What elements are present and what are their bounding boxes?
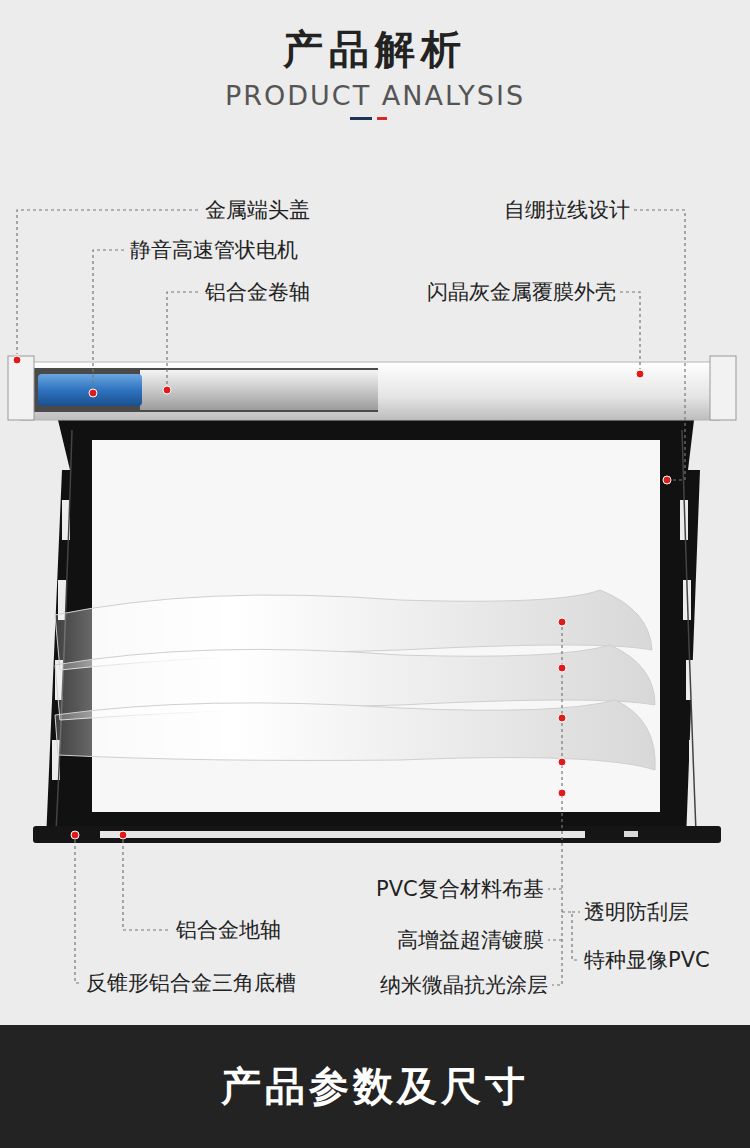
housing-cutaway <box>33 368 378 412</box>
page-title: 产品解析 <box>283 22 467 77</box>
part-label: 特种显像PVC <box>584 947 710 973</box>
band-title: 产品参数及尺寸 <box>221 1059 529 1114</box>
end-cap <box>8 356 34 420</box>
screen-frame <box>46 420 700 840</box>
accent-mark <box>350 117 372 120</box>
part-label: 高增益超清镀膜 <box>397 927 544 953</box>
part-label: 纳米微晶抗光涂层 <box>380 972 548 998</box>
layer-sheet <box>55 700 655 770</box>
part-label: 透明防刮层 <box>584 899 689 925</box>
end-cap <box>710 356 736 420</box>
roller <box>140 370 378 410</box>
callout-dot <box>13 356 671 839</box>
tubular-motor <box>38 374 142 406</box>
subtitle: PRODUCT ANALYSIS <box>225 80 525 111</box>
part-label: 闪晶灰金属覆膜外壳 <box>427 279 616 305</box>
accent-mark <box>377 117 387 120</box>
ce-mark <box>624 831 638 837</box>
part-label: 铝合金卷轴 <box>205 279 310 305</box>
leader-line <box>17 210 685 985</box>
footer-band: 产品参数及尺寸 <box>0 1025 750 1148</box>
part-label: 自绷拉线设计 <box>504 197 630 223</box>
part-label: 金属端头盖 <box>205 197 310 223</box>
bottom-bar-strip <box>100 831 585 838</box>
part-label: PVC复合材料布基 <box>376 876 544 902</box>
housing <box>20 362 720 420</box>
part-label: 铝合金地轴 <box>176 917 281 943</box>
bottom-bar <box>33 826 721 843</box>
part-label: 静音高速管状电机 <box>130 237 298 263</box>
part-label: 反锥形铝合金三角底槽 <box>86 970 296 996</box>
tension-cable <box>56 430 696 832</box>
